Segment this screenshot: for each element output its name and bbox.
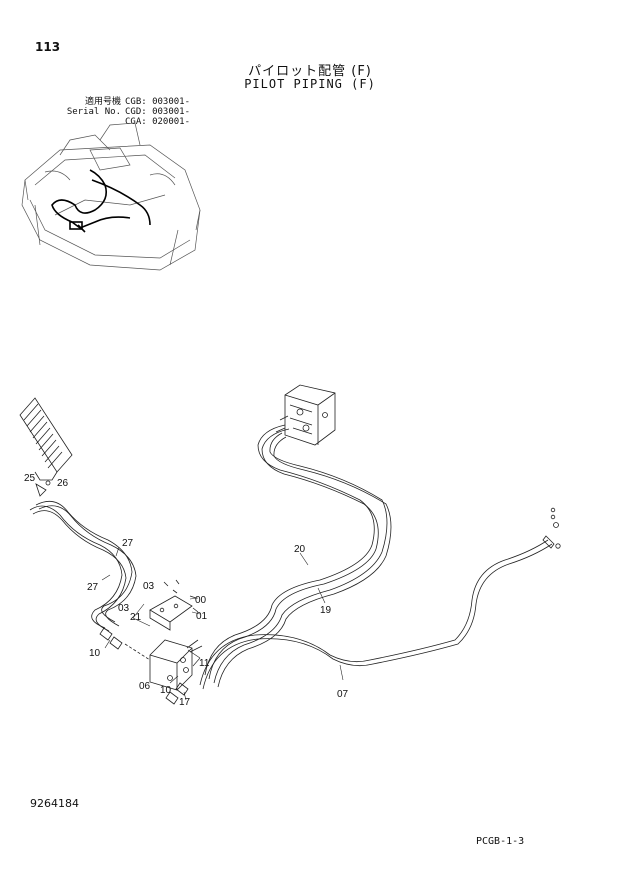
- callout: 27: [87, 582, 99, 593]
- pilot-valve: [275, 384, 336, 446]
- serial-value: CGB: 003001-: [125, 97, 191, 107]
- pilot-pedal: [19, 397, 73, 481]
- serial-label: Serial No.: [66, 107, 121, 117]
- callout: 20: [294, 544, 306, 555]
- callout: 10: [160, 685, 172, 696]
- callout: 17: [179, 697, 191, 708]
- callout: 03: [118, 603, 130, 614]
- end-fittings: [550, 507, 561, 549]
- callout: 21: [130, 612, 142, 623]
- hose-19-20: [204, 424, 392, 688]
- callout-labels: 25 26 27 27 03 00 03 21 01 10 11 06 10 1…: [24, 473, 349, 708]
- machine-location-thumbnail: [21, 122, 201, 271]
- title-english: PILOT PIPING (F): [244, 77, 376, 91]
- serial-value: CGA: 020001-: [125, 117, 191, 127]
- serial-label: 適用号機: [84, 97, 121, 107]
- page-code: PCGB-1-3: [476, 836, 525, 847]
- title-japanese: パイロット配管 (F): [248, 64, 372, 79]
- callout: 00: [195, 595, 207, 606]
- callout: 11: [199, 658, 210, 669]
- serial-value: CGD: 003001-: [125, 107, 191, 117]
- callout: 26: [57, 478, 69, 489]
- callout: 07: [337, 689, 349, 700]
- page-number: 113: [35, 40, 61, 54]
- hose-07: [199, 535, 555, 690]
- callout: 19: [320, 605, 332, 616]
- callout: 25: [24, 473, 36, 484]
- fittings-10: [99, 627, 189, 705]
- hose-27: [29, 500, 137, 632]
- serial-number-block: 適用号機 CGB: 003001- Serial No. CGD: 003001…: [57, 97, 190, 127]
- serial-row: 適用号機 CGB: 003001-: [57, 97, 190, 107]
- thumbnail-pilot-lines: [51, 169, 151, 233]
- shuttle-valve-block: [149, 639, 203, 691]
- callout: 06: [139, 681, 151, 692]
- callout: 01: [196, 611, 208, 622]
- serial-row: Serial No. CGD: 003001-: [57, 107, 190, 117]
- leader-lines: [101, 546, 344, 701]
- bolt-25-26: [35, 480, 51, 497]
- callout: 27: [122, 538, 134, 549]
- callout: 03: [143, 581, 155, 592]
- document-number: 9264184: [30, 797, 79, 810]
- bracket-plate: [149, 579, 199, 631]
- serial-row: CGA: 020001-: [57, 117, 190, 127]
- callout: 10: [89, 648, 101, 659]
